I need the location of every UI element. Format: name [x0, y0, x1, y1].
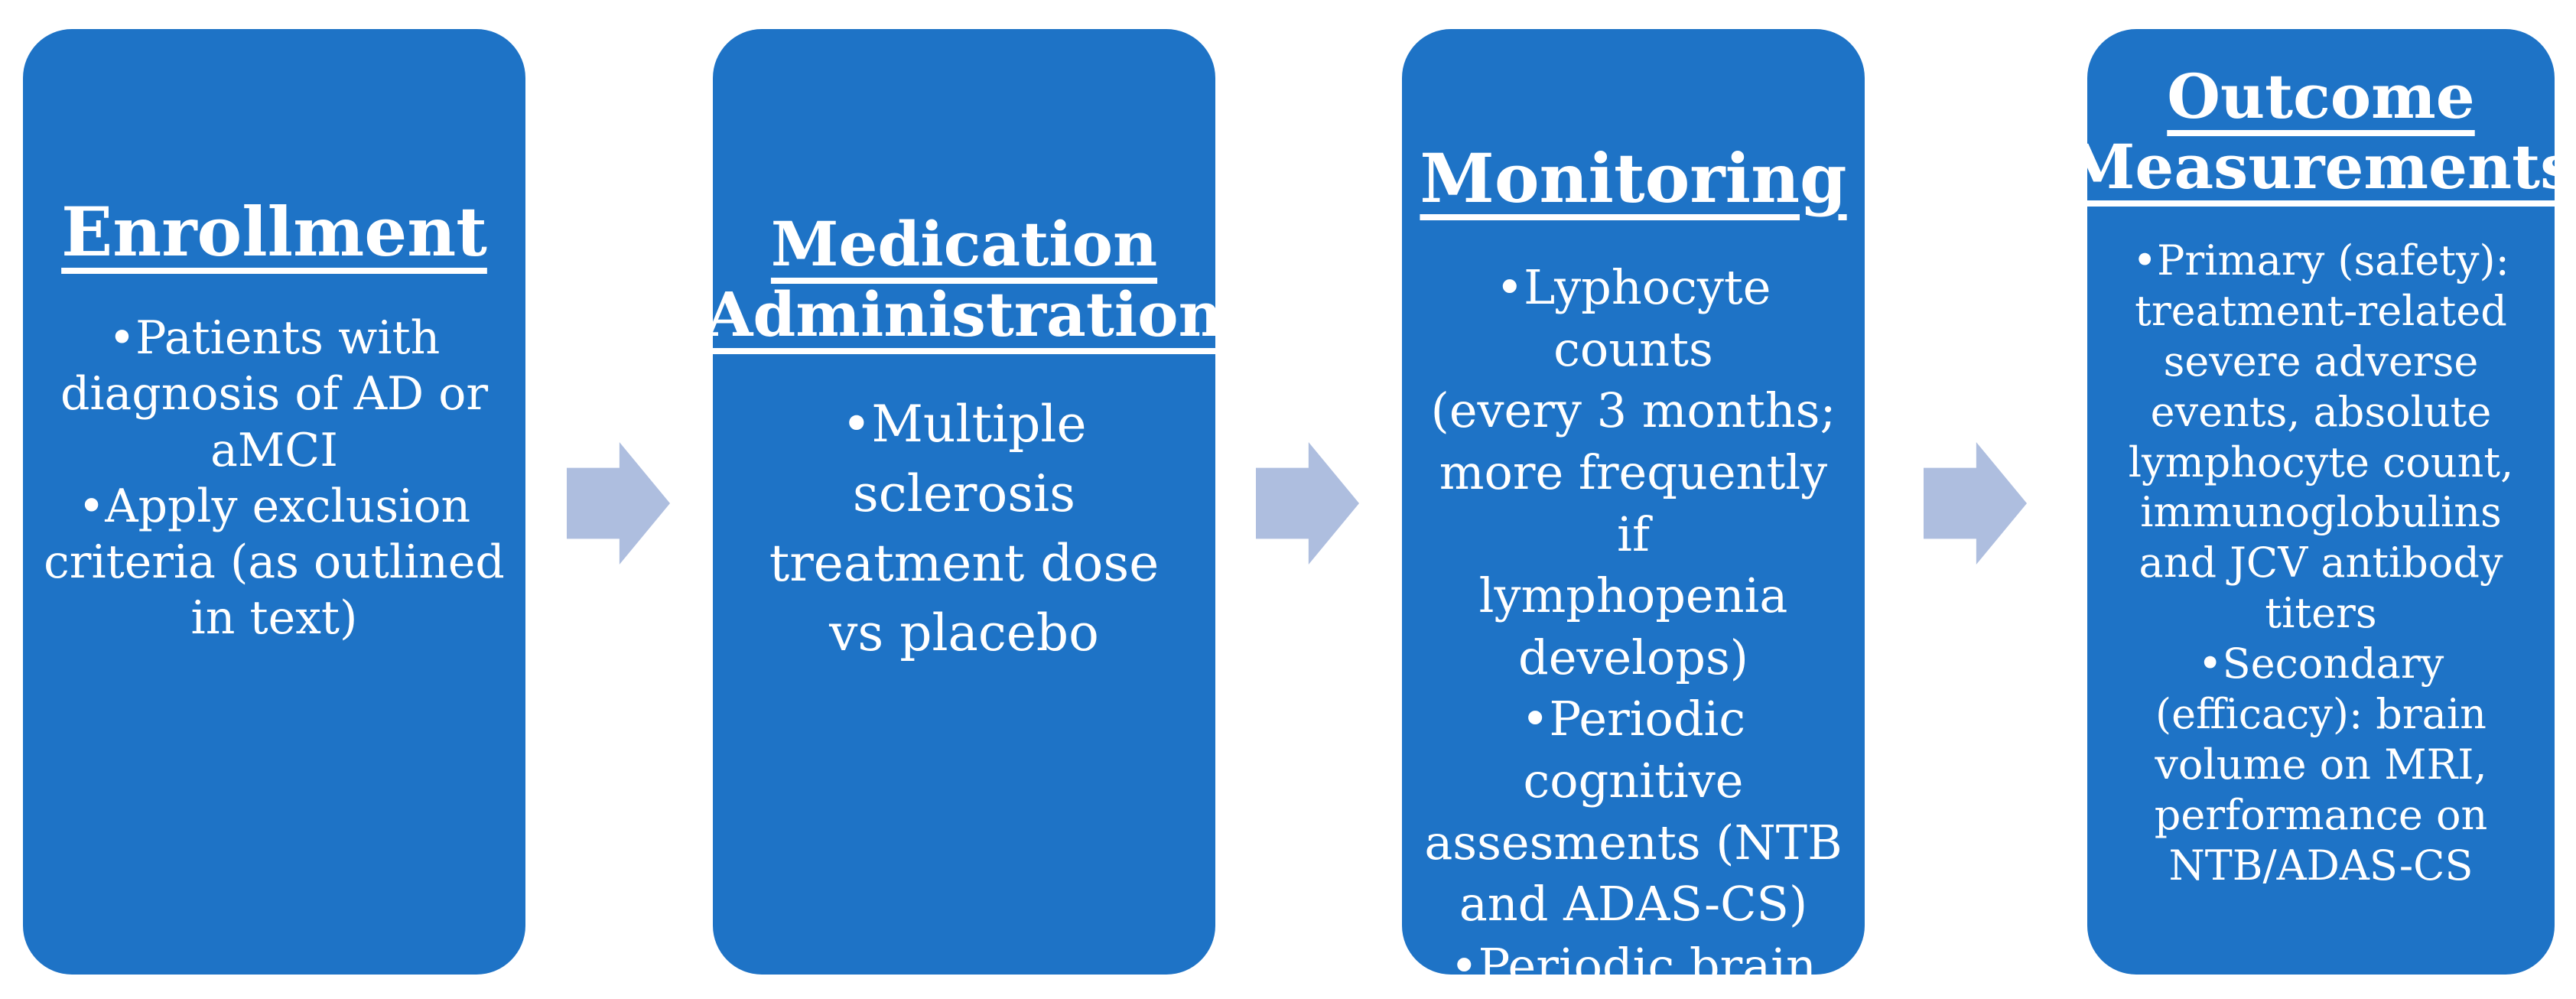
step-bullet: •Multiple sclerosis treatment dose vs pl… — [769, 395, 1160, 663]
step-content: Enrollment •Patients with diagnosis of A… — [23, 29, 525, 975]
step-bullet: •Patients with diagnosis of AD or aMCI — [60, 311, 489, 477]
step-title: Monitoring — [1420, 138, 1847, 218]
step-bullet: •Primary (safety): treatment-related sev… — [2128, 236, 2514, 638]
step-bullet: •Lyphocyte counts (every 3 months; more … — [1430, 259, 1836, 685]
step-bullet: •Apply exclusion criteria (as outlined i… — [44, 479, 505, 646]
process-step-outcome-measurements: Outcome Measurements •Primary (safety): … — [2067, 29, 2574, 975]
step-title: Outcome Measurements — [2067, 60, 2575, 203]
right-arrow-icon — [567, 442, 670, 565]
step-title: Medication Administration — [705, 208, 1223, 350]
step-title: Enrollment — [61, 192, 487, 272]
step-bullet: •Periodic brain MRI — [1450, 937, 1817, 994]
step-bullet: •Secondary (efficacy): brain volume on M… — [2154, 639, 2488, 890]
step-content: Outcome Measurements •Primary (safety): … — [2067, 29, 2574, 975]
step-content: Medication Administration •Multiple scle… — [705, 29, 1222, 975]
process-step-enrollment: Enrollment •Patients with diagnosis of A… — [23, 29, 525, 975]
right-arrow-icon — [1256, 442, 1359, 565]
step-content: Monitoring •Lyphocyte counts (every 3 mo… — [1402, 29, 1865, 993]
process-step-medication-administration: Medication Administration •Multiple scle… — [705, 29, 1223, 975]
process-step-monitoring: Monitoring •Lyphocyte counts (every 3 mo… — [1402, 29, 1865, 994]
right-arrow-icon — [1924, 442, 2027, 565]
step-bullet: •Periodic cognitive assesments (NTB and … — [1424, 691, 1843, 932]
